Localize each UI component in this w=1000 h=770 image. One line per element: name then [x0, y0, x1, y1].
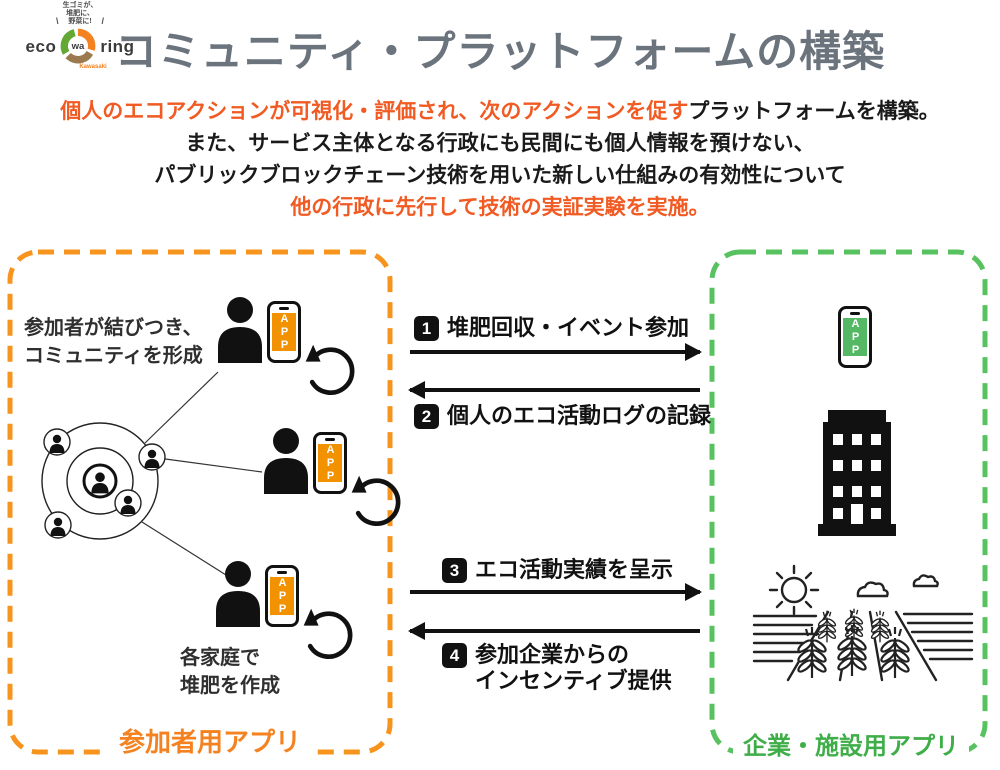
logo-tick-right: /: [101, 16, 104, 26]
flow4-number-badge: 4: [442, 643, 467, 668]
person-icon: [218, 297, 262, 363]
smartphone-app-icon: APP: [313, 432, 347, 494]
building-icon: [818, 410, 896, 536]
company-app-icon: APP: [838, 306, 872, 368]
app-label: APP: [278, 312, 291, 352]
household-caption: 各家庭で 堆肥を作成: [180, 647, 280, 697]
app-screen: APP: [272, 312, 296, 352]
logo-ring-wrap: wa Kawasaki: [59, 27, 107, 70]
intro-line2: また、サービス主体となる行政にも民間にも個人情報を預けない、: [185, 132, 815, 155]
phone-speaker: [325, 438, 335, 441]
app-screen: APP: [318, 443, 342, 483]
smartphone-app-icon: APP: [265, 565, 299, 627]
sync-cycle-icon: [351, 475, 401, 526]
flow2-label: 2 個人のエコ活動ログの記録: [414, 403, 711, 429]
app-label: APP: [276, 576, 289, 616]
sync-cycle-icon: [305, 344, 355, 395]
intro-line1-highlight: 個人のエコアクションが可視化・評価され、次のアクションを促す: [60, 100, 689, 123]
flow2-arrow-left: [408, 381, 700, 399]
intro-text: 個人のエコアクションが可視化・評価され、次のアクションを促すプラットフォームを構…: [0, 96, 1000, 224]
ecowaring-logo: \ 生ゴミが、 堆肥に、 野菜に! / eco wa Kawasaki ring: [10, 2, 150, 72]
flow2-text: 個人のエコ活動ログの記録: [447, 403, 712, 428]
flow4-text-line2: インセンティブ提供: [475, 668, 672, 693]
app-screen: APP: [270, 576, 294, 616]
flow3-number-badge: 3: [442, 558, 467, 583]
logo-ring-text: ring: [100, 37, 135, 56]
app-label: APP: [849, 317, 862, 357]
recycle-ring-icon: wa: [60, 28, 96, 64]
person-icon: [216, 561, 260, 627]
flow1-arrow-right: [410, 343, 702, 361]
intro-line1-rest: プラットフォームを構築。: [688, 100, 940, 123]
logo-tagline-row: \ 生ゴミが、 堆肥に、 野菜に! /: [10, 2, 150, 26]
app-screen: APP: [843, 317, 867, 357]
logo-main-row: eco wa Kawasaki ring: [10, 27, 150, 70]
intro-line1: 個人のエコアクションが可視化・評価され、次のアクションを促すプラットフォームを構…: [0, 96, 1000, 128]
page-title: コミュニティ・プラットフォームの構築: [114, 28, 886, 75]
flow3-arrow-right: [410, 583, 702, 601]
flow1-number-badge: 1: [414, 316, 439, 341]
flow3-text: エコ活動実績を呈示: [475, 557, 674, 582]
smartphone-app-icon: APP: [267, 301, 301, 363]
phone-speaker: [277, 571, 287, 574]
community-caption: 参加者が結びつき、 コミュニティを形成: [24, 317, 203, 367]
phone-speaker: [279, 307, 289, 310]
flow4-label: 4 参加企業からの インセンティブ提供: [442, 642, 672, 694]
participant-unit-3: APP: [215, 561, 375, 671]
phone-speaker: [850, 312, 860, 315]
participant-unit-1: APP: [217, 297, 377, 407]
logo-tagline: 生ゴミが、 堆肥に、 野菜に!: [62, 2, 98, 25]
logo-eco-text: eco: [25, 37, 57, 56]
sync-cycle-icon: [303, 608, 353, 659]
flow4-arrow-left: [408, 622, 700, 640]
intro-line4: 他の行政に先行して技術の実証実験を実施。: [290, 196, 710, 219]
app-label: APP: [324, 443, 337, 483]
logo-tick-left: \: [56, 16, 59, 26]
logo-kawasaki-text: Kawasaki: [79, 64, 107, 70]
farm-field-icon: [752, 564, 974, 682]
flow3-label: 3 エコ活動実績を呈示: [442, 557, 673, 583]
participant-unit-2: APP: [263, 428, 423, 538]
intro-line3: パブリックブロックチェーン技術を用いた新しい仕組みの有効性について: [154, 164, 846, 187]
logo-wa-text: wa: [71, 41, 85, 52]
company-box-label: 企業・施設用アプリ: [733, 726, 969, 761]
flow4-text: 参加企業からの インセンティブ提供: [475, 642, 672, 694]
participants-box-label: 参加者用アプリ: [105, 722, 316, 759]
flow1-text: 堆肥回収・イベント参加: [447, 315, 690, 340]
person-icon: [264, 428, 308, 494]
flow4-text-line1: 参加企業からの: [475, 642, 630, 667]
flow1-label: 1 堆肥回収・イベント参加: [414, 315, 689, 341]
flow2-number-badge: 2: [414, 404, 439, 429]
